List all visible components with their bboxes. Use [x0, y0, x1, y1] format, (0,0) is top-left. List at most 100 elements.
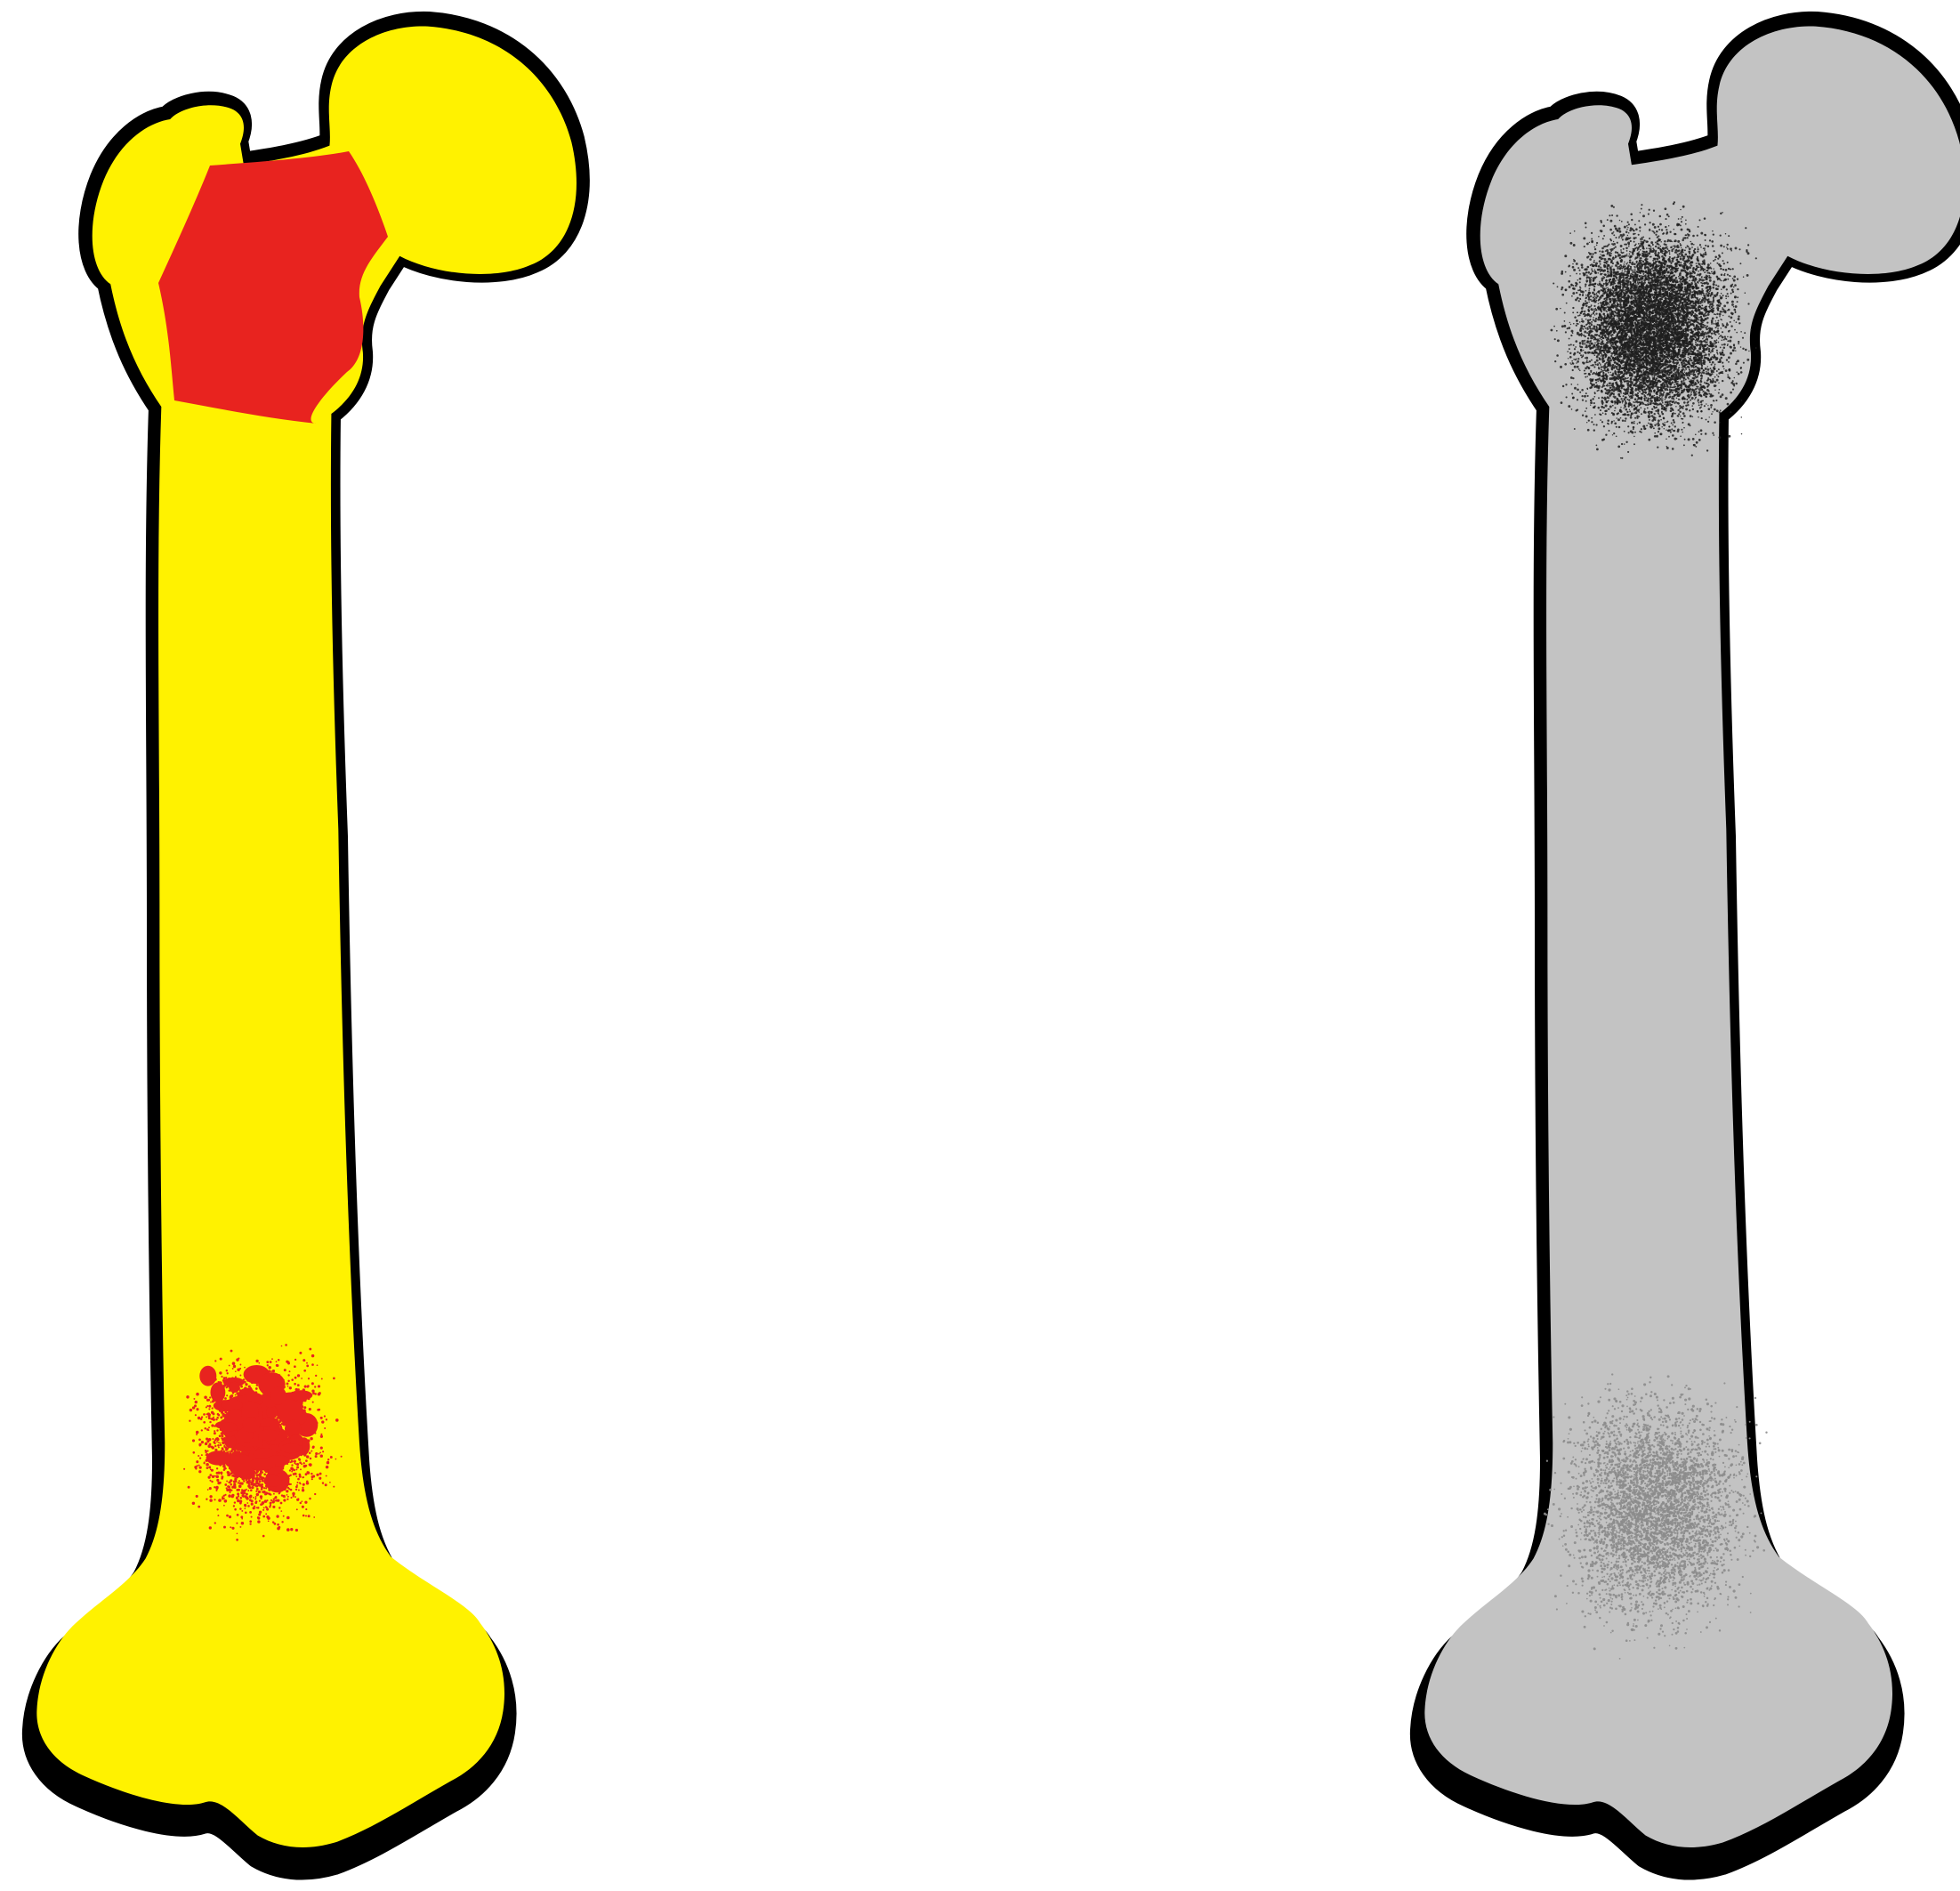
stipple-dot: [314, 1493, 316, 1495]
stipple-dot: [322, 1451, 324, 1452]
stipple-dot: [1555, 308, 1558, 311]
stipple-dot: [234, 1508, 237, 1511]
stipple-dot: [198, 1438, 201, 1441]
stipple-dot: [1714, 400, 1715, 402]
stipple-dot: [249, 1511, 252, 1514]
stipple-dot: [298, 1490, 300, 1491]
stipple-dot: [286, 1528, 290, 1531]
stipple-dot: [231, 1475, 233, 1477]
stipple-dot: [1629, 254, 1631, 255]
stipple-dot: [214, 1486, 215, 1488]
stipple-dot: [1714, 342, 1717, 344]
stipple-dot: [305, 1508, 307, 1510]
stipple-dot: [1638, 319, 1640, 321]
stipple-dot: [1690, 356, 1691, 358]
stipple-dot: [309, 1498, 311, 1500]
stipple-dot: [1700, 429, 1703, 432]
stipple-dot: [1720, 409, 1722, 411]
stipple-dot: [266, 1508, 269, 1511]
stipple-dot: [209, 1526, 212, 1529]
lesion-blob: [222, 1399, 242, 1410]
stipple-dot: [1686, 399, 1688, 400]
stipple-dot: [209, 1480, 211, 1482]
lesion-blob: [258, 1430, 279, 1442]
stipple-dot: [255, 1387, 258, 1390]
stipple-dot: [302, 1489, 304, 1491]
stipple-dot: [1584, 268, 1586, 271]
stipple-dot: [1598, 397, 1600, 399]
stipple-dot: [1568, 265, 1569, 267]
stipple-dot: [287, 1374, 289, 1376]
stipple-dot: [309, 1464, 311, 1467]
stipple-dot: [1577, 315, 1579, 317]
stipple-dot: [1729, 275, 1730, 277]
stipple-dot: [1581, 266, 1584, 269]
stipple-dot: [246, 1498, 248, 1499]
stipple-dot: [1671, 249, 1673, 251]
stipple-dot: [1613, 234, 1615, 236]
stipple-dot: [280, 1510, 282, 1512]
stipple-dot: [190, 1409, 192, 1411]
stipple-dot: [1676, 383, 1678, 384]
stipple-dot: [1596, 245, 1598, 246]
stipple-dot: [273, 1493, 275, 1495]
stipple-dot: [294, 1365, 296, 1368]
stipple-dot: [236, 1539, 238, 1541]
stipple-dot: [312, 1402, 314, 1403]
stipple-dot: [260, 1503, 262, 1506]
stipple-dot: [253, 1497, 254, 1499]
stipple-dot: [1741, 400, 1743, 401]
stipple-dot: [213, 1418, 215, 1421]
stipple-dot: [1645, 392, 1647, 394]
stipple-dot: [1714, 343, 1715, 344]
stipple-dot: [284, 1496, 286, 1498]
stipple-dot: [321, 1420, 324, 1423]
stipple-dot: [1677, 240, 1680, 243]
stipple-dot: [230, 1479, 232, 1482]
stipple-dot: [243, 1491, 246, 1494]
stipple-dot: [1613, 432, 1615, 434]
stipple-dot: [1670, 432, 1672, 433]
stipple-dot: [206, 1463, 209, 1467]
stipple-dot: [1732, 291, 1734, 293]
stipple-dot: [222, 1434, 224, 1437]
stipple-dot: [1588, 419, 1590, 421]
stipple-dot: [1628, 394, 1630, 396]
stipple-dot: [1621, 323, 1623, 325]
stipple-dot: [256, 1384, 259, 1386]
stipple-dot: [267, 1499, 269, 1501]
stipple-dot: [1722, 252, 1723, 254]
stipple-dot: [1717, 353, 1719, 355]
stipple-dot: [1745, 227, 1746, 229]
stipple-dot: [1639, 230, 1641, 232]
stipple-dot: [1613, 206, 1615, 208]
stipple-dot: [308, 1378, 310, 1379]
stipple-dot: [1643, 251, 1646, 254]
stipple-dot: [226, 1487, 228, 1489]
stipple-dot: [1648, 214, 1649, 215]
stipple-dot: [207, 1412, 210, 1415]
stipple-dot: [1641, 413, 1642, 415]
stipple-dot: [212, 1446, 214, 1449]
stipple-dot: [195, 1467, 197, 1469]
stipple-dot: [1622, 238, 1624, 240]
stipple-dot: [1722, 336, 1724, 339]
stipple-dot: [254, 1499, 256, 1500]
lesion-blob: [263, 1475, 281, 1487]
stipple-dot: [1672, 434, 1674, 437]
stipple-dot: [1625, 441, 1627, 443]
stipple-dot: [1591, 268, 1593, 270]
stipple-dot: [327, 1461, 329, 1463]
stipple-dot: [296, 1482, 298, 1483]
stipple-dot: [306, 1482, 310, 1485]
stipple-dot: [1596, 363, 1599, 366]
stipple-dot: [1571, 393, 1573, 395]
stipple-dot: [1714, 381, 1716, 383]
stipple-dot: [1568, 280, 1570, 283]
stipple-dot: [1666, 421, 1668, 423]
stipple-dot: [1740, 346, 1742, 348]
stipple-dot: [291, 1471, 293, 1473]
stipple-dot: [1724, 335, 1726, 337]
stipple-dot: [1584, 326, 1585, 327]
stipple-dot: [1691, 246, 1693, 248]
